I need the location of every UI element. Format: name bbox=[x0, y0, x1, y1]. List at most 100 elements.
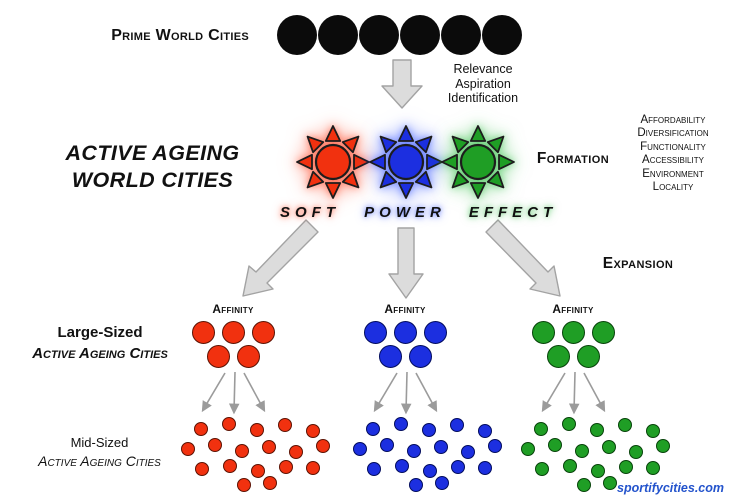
red-cluster-mid-city-dot bbox=[208, 438, 222, 452]
blue-cluster-mid-city-dot bbox=[367, 462, 381, 476]
blue-cluster-large-city-dot bbox=[408, 344, 432, 368]
blue-cluster-mid-city-dot bbox=[451, 460, 465, 474]
expansion-arrow-right bbox=[485, 219, 561, 297]
prime-city-dot bbox=[359, 15, 399, 55]
red-cluster-mid-city-dot bbox=[279, 460, 293, 474]
red-cluster-mid-city-dot bbox=[278, 418, 292, 432]
red-cluster-mid-city-dot bbox=[181, 442, 195, 456]
blue-cluster-mid-city-dot bbox=[423, 464, 437, 478]
green-cluster-mid-city-dot bbox=[577, 478, 591, 492]
expansion-arrow-mid bbox=[388, 227, 424, 299]
green-cluster-mid-city-dot bbox=[563, 459, 577, 473]
blue-cluster-mid-city-dot bbox=[461, 445, 475, 459]
red-cluster-large-city-dot bbox=[221, 320, 245, 344]
green-cluster-mid-city-dot bbox=[521, 442, 535, 456]
expansion-stage-label: Expansion bbox=[602, 255, 674, 272]
prime-city-dot bbox=[400, 15, 440, 55]
large-sized-label: Large-Sized Active Ageing Cities bbox=[10, 322, 190, 364]
main-title-line1: ACTIVE AGEING bbox=[65, 141, 240, 165]
mid-sized-line2: Active Ageing Cities bbox=[38, 453, 161, 469]
blue-cluster-mid-city-dot bbox=[434, 440, 448, 454]
blue-cluster-mid-city-dot bbox=[435, 476, 449, 490]
transition-label-list: Relevance Aspiration Identification bbox=[433, 62, 533, 106]
prime-city-dot bbox=[277, 15, 317, 55]
green-cluster-mid-city-dot bbox=[646, 461, 660, 475]
green-cluster-mid-city-dot bbox=[629, 445, 643, 459]
green-cluster-affinity-label: Affinity bbox=[552, 302, 594, 316]
main-title: ACTIVE AGEING WORLD CITIES bbox=[25, 140, 280, 193]
large-sized-line1: Large-Sized bbox=[57, 324, 143, 341]
prime-world-cities-label: Prime World Cities bbox=[111, 27, 249, 44]
green-cluster-large-city-dot bbox=[591, 320, 615, 344]
blue-cluster-mid-city-dot bbox=[488, 439, 502, 453]
transition-label: Aspiration bbox=[455, 76, 511, 91]
transition-label: Identification bbox=[447, 91, 519, 105]
prime-city-dot bbox=[441, 15, 481, 55]
prime-city-dot bbox=[482, 15, 522, 55]
red-cluster-affinity-label: Affinity bbox=[212, 302, 254, 316]
blue-cluster-mid-city-dot bbox=[394, 417, 408, 431]
red-cluster-large-city-dot bbox=[251, 320, 275, 344]
soft-word: SOFT bbox=[280, 204, 340, 221]
expansion-arrow-left bbox=[242, 219, 319, 297]
red-cluster-mid-city-dot bbox=[223, 459, 237, 473]
red-cluster-mid-city-dot bbox=[262, 440, 276, 454]
green-cluster-large-city-dot bbox=[561, 320, 585, 344]
green-cluster-mid-city-dot bbox=[602, 440, 616, 454]
green-cluster-mid-city-dot bbox=[646, 424, 660, 438]
formation-stage-label: Formation bbox=[536, 150, 610, 167]
blue-cluster-mid-city-dot bbox=[366, 422, 380, 436]
green-cluster-mid-city-dot bbox=[548, 438, 562, 452]
red-cluster-mid-city-dot bbox=[235, 444, 249, 458]
main-title-line2: WORLD CITIES bbox=[71, 167, 234, 192]
blue-cluster-mid-city-dot bbox=[395, 459, 409, 473]
power-word: POWER bbox=[364, 204, 446, 221]
blue-cluster-mid-city-dot bbox=[407, 444, 421, 458]
blue-cluster-mid-city-dot bbox=[478, 461, 492, 475]
green-cluster-large-city-dot bbox=[531, 320, 555, 344]
red-cluster-large-city-dot bbox=[191, 320, 215, 344]
formation-factor: Accessibility bbox=[642, 154, 704, 167]
mid-sized-line1: Mid-Sized bbox=[70, 435, 129, 450]
transition-arrow-down bbox=[381, 59, 423, 109]
mid-sized-label: Mid-Sized Active Ageing Cities bbox=[12, 433, 187, 471]
green-cluster-mid-city-dot bbox=[591, 464, 605, 478]
blue-cluster-mid-city-dot bbox=[353, 442, 367, 456]
green-cluster-mid-city-dot bbox=[656, 439, 670, 453]
blue-cluster-large-city-dot bbox=[378, 344, 402, 368]
red-cluster-mid-city-dot bbox=[306, 461, 320, 475]
blue-cluster-mid-city-dot bbox=[422, 423, 436, 437]
blue-cluster-mid-city-dot bbox=[380, 438, 394, 452]
formation-factor: Affordability bbox=[640, 114, 706, 126]
blue-cluster-mid-city-dot bbox=[478, 424, 492, 438]
fan-arrows bbox=[201, 371, 606, 415]
prime-cities-dots bbox=[277, 15, 522, 55]
green-cluster-mid-city-dot bbox=[618, 418, 632, 432]
formation-factor: Locality bbox=[652, 181, 694, 194]
green-cluster-mid-city-dot bbox=[534, 422, 548, 436]
green-cluster-mid-city-dot bbox=[575, 444, 589, 458]
formation-factor: Environment bbox=[642, 167, 704, 180]
red-cluster-mid-city-dot bbox=[263, 476, 277, 490]
formation-factor: Functionality bbox=[640, 140, 706, 153]
blue-cluster-mid-city-dot bbox=[450, 418, 464, 432]
red-cluster-mid-city-dot bbox=[222, 417, 236, 431]
red-cluster-mid-city-dot bbox=[289, 445, 303, 459]
effect-word: EFFECT bbox=[468, 204, 558, 221]
red-cluster-mid-city-dot bbox=[316, 439, 330, 453]
transition-label: Relevance bbox=[453, 62, 513, 76]
watermark-link[interactable]: sportifycities.com bbox=[617, 481, 724, 495]
green-cluster-large-city-dot bbox=[546, 344, 570, 368]
green-cluster-mid-city-dot bbox=[562, 417, 576, 431]
prime-city-dot bbox=[318, 15, 358, 55]
blue-cluster-large-city-dot bbox=[423, 320, 447, 344]
blue-cluster-mid-city-dot bbox=[409, 478, 423, 492]
red-cluster-mid-city-dot bbox=[306, 424, 320, 438]
red-cluster-mid-city-dot bbox=[237, 478, 251, 492]
power-sun-icon bbox=[366, 122, 446, 202]
red-cluster-mid-city-dot bbox=[195, 462, 209, 476]
large-sized-line2: Active Ageing Cities bbox=[32, 345, 168, 362]
green-cluster-mid-city-dot bbox=[590, 423, 604, 437]
green-cluster-mid-city-dot bbox=[619, 460, 633, 474]
